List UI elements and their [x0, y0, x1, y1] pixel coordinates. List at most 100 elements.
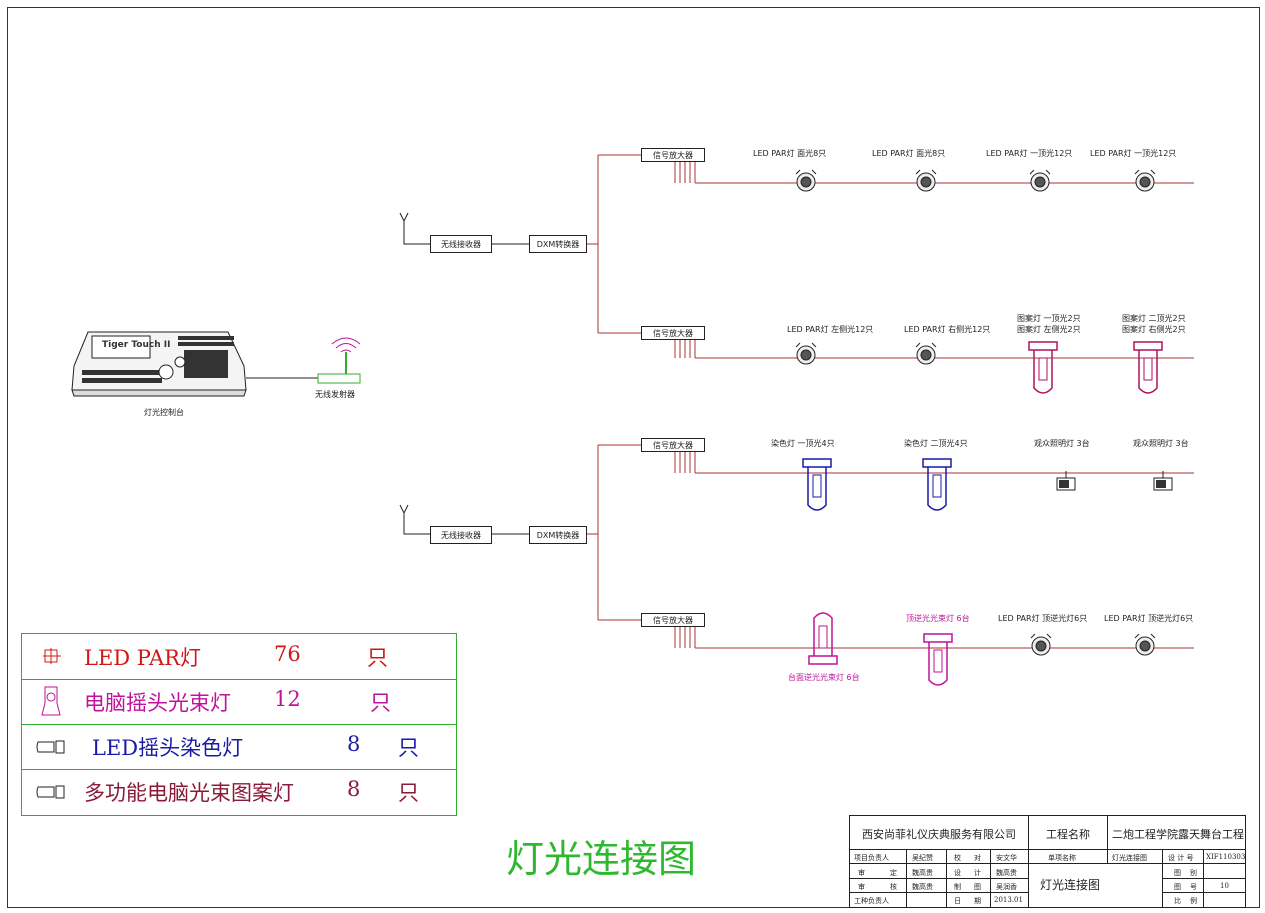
legend-name: LED PAR灯 — [84, 646, 201, 670]
legend-qty: 8 — [347, 732, 361, 756]
fixture-label: LED PAR灯 右侧光12只 — [904, 325, 991, 334]
tb-cell: 图 — [974, 883, 981, 891]
tb-cell: 魏高贵 — [996, 869, 1017, 877]
tb-cell: 单项名称 — [1048, 854, 1076, 862]
fixture-label: LED PAR灯 一顶光12只 — [986, 149, 1073, 158]
transmitter-icon — [317, 337, 361, 384]
legend-row: 多功能电脑光束图案灯 8 只 — [22, 769, 456, 814]
fixture-label: 图案灯 右侧光2只 — [1122, 325, 1186, 334]
legend: LED PAR灯 76 只 电脑摇头光束灯 12 只 LED摇头染色灯 8 只 … — [21, 633, 457, 816]
tb-cell: 对 — [974, 854, 981, 862]
tb-cell: 项目负责人 — [854, 854, 889, 862]
tb-cell: 例 — [1190, 897, 1197, 905]
drawing-frame — [7, 7, 1260, 908]
tb-cell: 安文华 — [996, 854, 1017, 862]
tb-cell: 制 — [954, 883, 961, 891]
title-block: 西安尚菲礼仪庆典服务有限公司 工程名称 二炮工程学院露天舞台工程 项目负责人 吴… — [849, 815, 1246, 908]
console-icon — [71, 331, 247, 397]
tb-cell: 核 — [890, 883, 897, 891]
moving-head-wash-icon — [922, 458, 952, 511]
project-label: 工程名称 — [1046, 828, 1090, 841]
par-icon — [1134, 633, 1156, 656]
signal-amplifier-4: 信号放大器 — [641, 613, 705, 627]
tb-cell: 审 — [858, 883, 865, 891]
tb-cell: 10 — [1220, 882, 1229, 890]
tb-cell: 图 — [1174, 869, 1181, 877]
par-icon — [1029, 169, 1051, 192]
fixture-label: 观众照明灯 3台 — [1034, 439, 1090, 448]
tb-cell: 比 — [1174, 897, 1181, 905]
fixture-label: LED PAR灯 面光8只 — [753, 149, 827, 158]
tb-cell: 设 计 号 — [1168, 854, 1194, 862]
tb-cell: 计 — [974, 869, 981, 877]
moving-head-beam-icon — [41, 686, 61, 716]
fixture-label: 图案灯 左侧光2只 — [1017, 325, 1081, 334]
console-label: 灯光控制台 — [144, 408, 184, 417]
fixture-label: LED PAR灯 左侧光12只 — [787, 325, 874, 334]
wireless-receiver-1: 无线接收器 — [430, 235, 492, 253]
tb-cell: 别 — [1190, 869, 1197, 877]
signal-amplifier-1: 信号放大器 — [641, 148, 705, 162]
wireless-receiver-2: 无线接收器 — [430, 526, 492, 544]
dmx-converter-2: DXM转换器 — [529, 526, 587, 544]
legend-unit: 只 — [398, 736, 419, 760]
legend-qty: 12 — [274, 687, 301, 711]
legend-name: 电脑摇头光束灯 — [84, 691, 231, 715]
fixture-label: 染色灯 二顶光4只 — [904, 439, 968, 448]
dmx-converter-1: DXM转换器 — [529, 235, 587, 253]
sub-drawing-name: 灯光连接图 — [1040, 878, 1101, 892]
tb-cell: 魏高贵 — [912, 869, 933, 877]
moving-head-wash-icon — [36, 740, 65, 754]
audience-blinder-icon — [1153, 470, 1173, 491]
fixture-label: 图案灯 一顶光2只 — [1017, 314, 1081, 323]
par-icon — [915, 342, 937, 365]
par-icon — [1030, 633, 1052, 656]
par-icon — [43, 648, 61, 664]
wireless-transmitter — [316, 330, 362, 386]
legend-row: LED摇头染色灯 8 只 — [22, 724, 456, 770]
fixture-label: 图案灯 二顶光2只 — [1122, 314, 1186, 323]
tb-cell: 图 — [1174, 883, 1181, 891]
par-icon — [795, 342, 817, 365]
legend-row: LED PAR灯 76 只 — [22, 634, 456, 680]
legend-unit: 只 — [398, 781, 419, 805]
tb-cell: 2013.01 — [994, 896, 1023, 904]
moving-head-beam-icon — [1133, 341, 1163, 394]
pattern-light-icon — [36, 785, 65, 799]
fixture-label: LED PAR灯 顶逆光灯6只 — [1104, 614, 1194, 623]
legend-unit: 只 — [370, 691, 391, 715]
tb-cell: 魏高贵 — [912, 883, 933, 891]
par-icon — [915, 169, 937, 192]
company-name: 西安尚菲礼仪庆典服务有限公司 — [862, 828, 1016, 841]
tb-cell: 号 — [1190, 883, 1197, 891]
fixture-label: 台面逆光光束灯 6台 — [788, 673, 860, 682]
legend-qty: 8 — [347, 777, 361, 801]
legend-name: 多功能电脑光束图案灯 — [84, 781, 294, 805]
lighting-console: Tiger Touch II — [68, 326, 250, 400]
fixture-label: 顶逆光光束灯 6台 — [906, 614, 970, 623]
fixture-label: 染色灯 一顶光4只 — [771, 439, 835, 448]
tb-cell: 定 — [890, 869, 897, 877]
fixture-label: LED PAR灯 顶逆光灯6只 — [998, 614, 1088, 623]
legend-row: 电脑摇头光束灯 12 只 — [22, 679, 456, 725]
project-name: 二炮工程学院露天舞台工程 — [1112, 828, 1244, 841]
tb-cell: 期 — [974, 897, 981, 905]
fixture-label: 观众照明灯 3台 — [1133, 439, 1189, 448]
par-icon — [795, 169, 817, 192]
tb-cell: XIF110303 — [1206, 853, 1246, 861]
par-icon — [1134, 169, 1156, 192]
tb-cell: 校 — [954, 854, 961, 862]
legend-unit: 只 — [367, 646, 388, 670]
audience-blinder-icon — [1056, 470, 1076, 491]
legend-name: LED摇头染色灯 — [92, 736, 244, 760]
drawing-title: 灯光连接图 — [506, 837, 697, 881]
moving-head-wash-icon — [802, 458, 832, 511]
signal-amplifier-2: 信号放大器 — [641, 326, 705, 340]
console-brand: Tiger Touch II — [102, 340, 171, 350]
tb-cell: 灯光连接图 — [1112, 854, 1147, 862]
tb-cell: 设 — [954, 869, 961, 877]
tb-cell: 吴润香 — [996, 883, 1017, 891]
fixture-label: LED PAR灯 面光8只 — [872, 149, 946, 158]
tb-cell: 工种负责人 — [854, 897, 889, 905]
